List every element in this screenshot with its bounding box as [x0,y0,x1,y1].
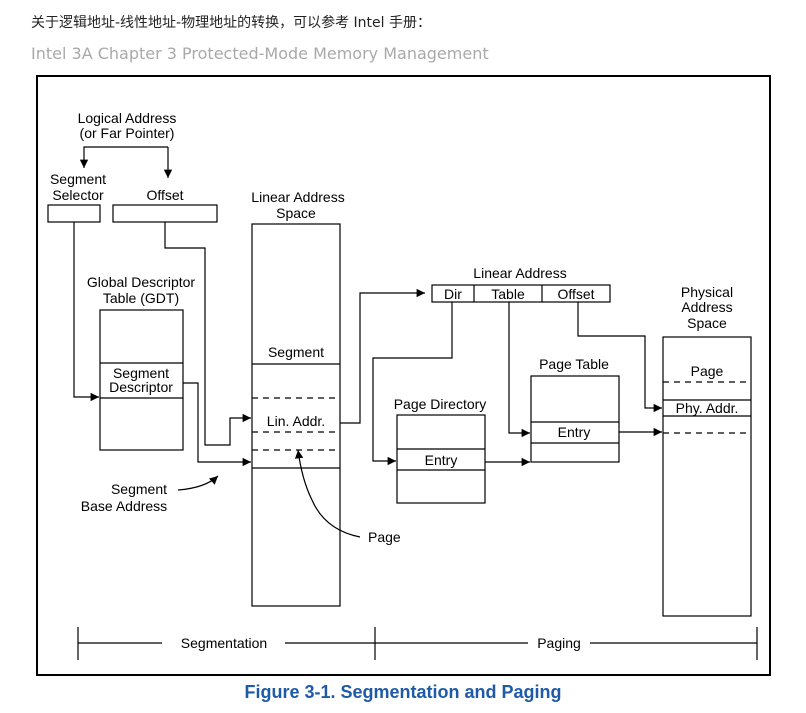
linear-address-space-box [251,223,341,607]
linear-space-label-2: Space [276,205,316,221]
segment-base-pointer [177,475,219,491]
physical-label-3: Space [687,315,727,331]
selector-to-gdt-arrow [73,222,99,402]
gdt-box [99,309,184,451]
gdt-label-1: Global Descriptor [87,274,195,290]
physical-label-1: Physical [681,284,733,300]
page-table-label: Page Table [539,356,609,372]
segment-base-label-2: Base Address [81,498,167,514]
page-pointer [294,449,361,538]
offset-box [112,204,218,223]
phys-page-label: Page [691,363,724,379]
lin-offset-label: Offset [557,286,594,302]
diagram-frame [36,75,771,676]
offset-to-phyaddr-arrow [577,302,662,413]
intro-text: 关于逻辑地址-线性地址-物理地址的转换，可以参考 Intel 手册： [31,15,431,31]
table-to-entry-arrow [508,302,530,438]
far-pointer-label: (or Far Pointer) [80,125,175,141]
segment-base-label-1: Segment [111,481,167,497]
figure-caption: Figure 3-1. Segmentation and Paging [244,682,562,702]
lin-addr-label: Lin. Addr. [267,413,325,429]
page-table-box [530,375,620,463]
page-directory-box [396,414,486,504]
offset-to-linaddr-arrow [164,222,251,446]
segment-label: Segment [268,344,324,360]
physical-address-space-box [662,336,752,617]
logical-address-label: Logical Address [78,110,177,126]
gdt-label-2: Table (GDT) [103,290,179,306]
reference-title: Intel 3A Chapter 3 Protected-Mode Memory… [31,44,489,63]
paging-label: Paging [537,635,581,651]
segment-selector-label-1: Segment [50,171,106,187]
page-label: Page [368,529,401,545]
pd-entry-label: Entry [425,452,458,468]
segment-descriptor-label-2: Descriptor [109,379,173,395]
logical-to-selector-arrow [79,146,168,168]
table-label: Table [491,286,525,302]
dir-to-entry-arrow [372,302,453,466]
segmentation-label: Segmentation [181,635,267,651]
linaddr-to-register-arrow [340,288,425,424]
segment-selector-label-2: Selector [52,187,104,203]
linear-address-label: Linear Address [473,265,566,281]
physical-label-2: Address [681,299,732,315]
pt-entry-label: Entry [558,424,591,440]
segment-descriptor-label-1: Segment [113,365,169,381]
linear-address-register [431,284,611,303]
descriptor-to-linspace-arrow [183,382,251,467]
linear-space-label-1: Linear Address [251,189,344,205]
offset-label: Offset [146,187,183,203]
phy-addr-label: Phy. Addr. [676,400,739,416]
segment-selector-box [47,204,101,223]
page-directory-label: Page Directory [394,396,487,412]
dir-label: Dir [444,286,462,302]
